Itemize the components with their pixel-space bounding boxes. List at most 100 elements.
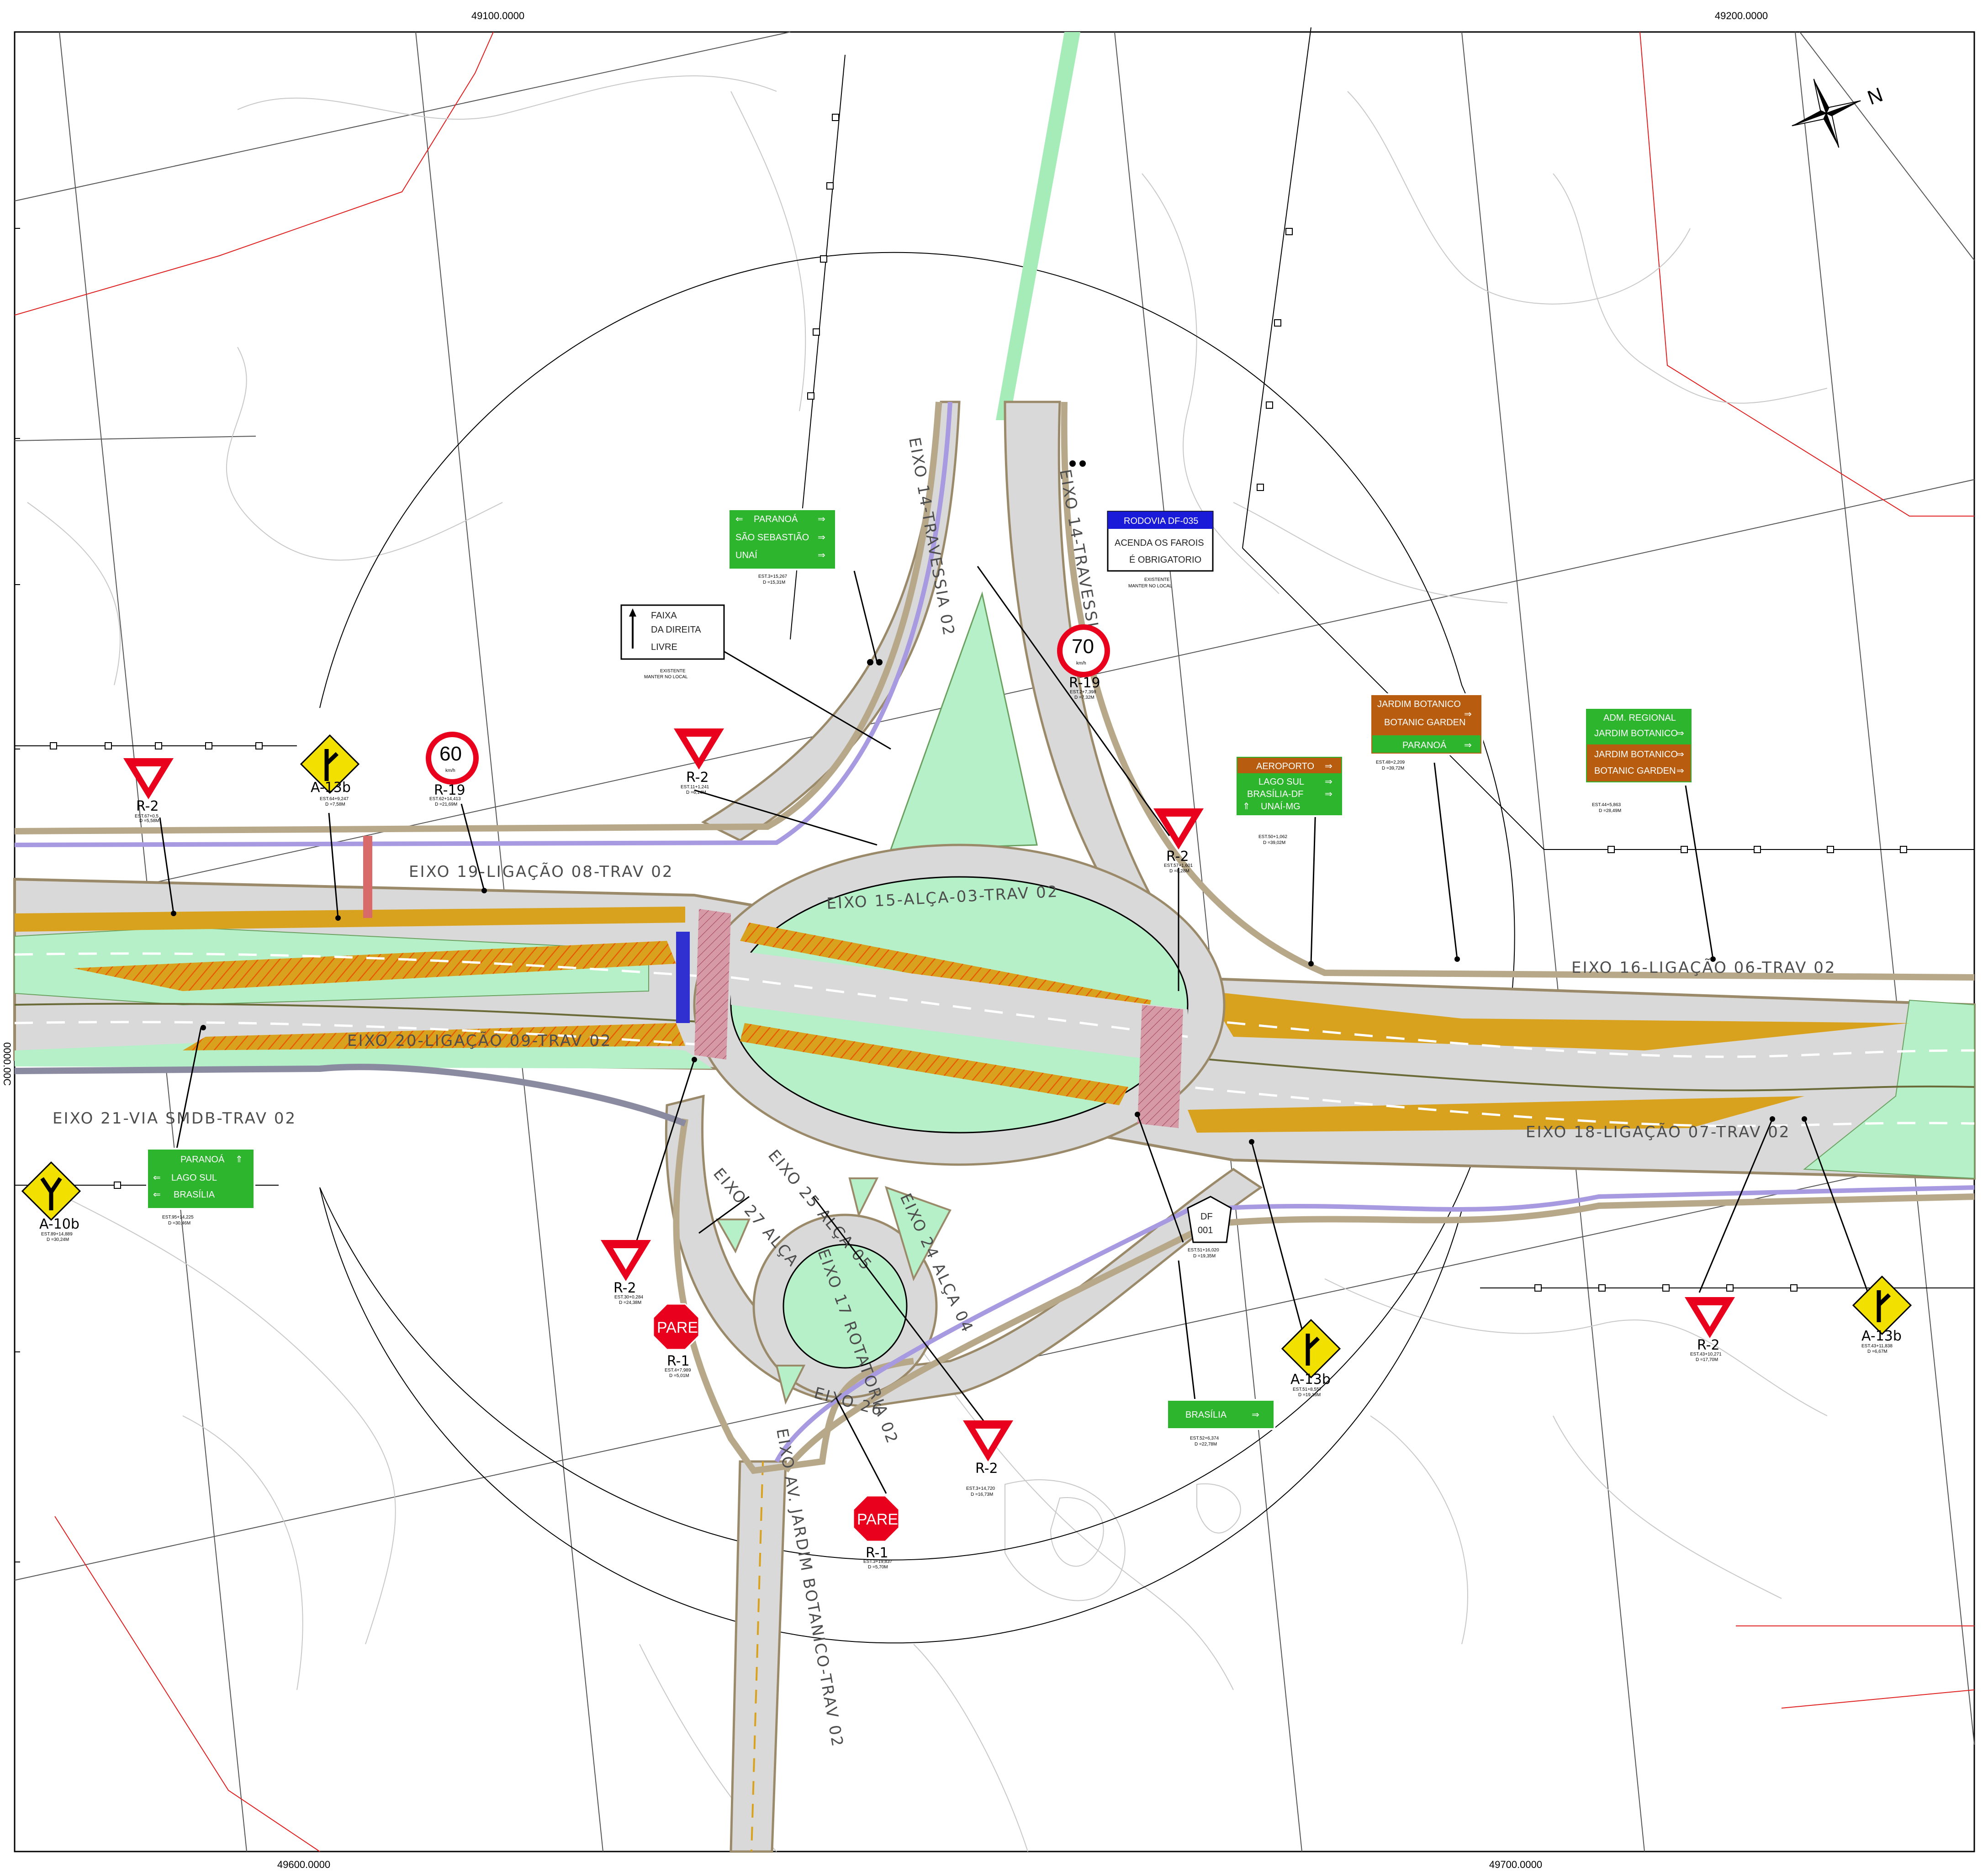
gore-hatch-4 bbox=[1206, 991, 1909, 1050]
warning-sign-a13b-1 bbox=[300, 734, 360, 794]
code-r2-3: R-2 bbox=[1166, 849, 1189, 865]
yield-sign-r2-2 bbox=[674, 728, 724, 770]
yield-sign-r2-5 bbox=[963, 1420, 1013, 1461]
small-roundabout-island bbox=[783, 1244, 908, 1369]
code-r1-1: R-1 bbox=[667, 1353, 690, 1369]
note-lago: EST.95+14,225 bbox=[162, 1215, 194, 1220]
code-r2-2: R-2 bbox=[686, 770, 709, 786]
stop-label: PARE bbox=[657, 1319, 698, 1336]
code-r19-2: R-19 bbox=[1069, 675, 1100, 691]
yield-sign-r2-4 bbox=[601, 1240, 651, 1281]
speed-value: 70 bbox=[1072, 635, 1094, 658]
note-lago-2: D =30,46M bbox=[168, 1221, 190, 1226]
sign-line: ADM. REGIONAL bbox=[1603, 713, 1676, 723]
north-purple-lane bbox=[14, 401, 952, 847]
code-r19-1: R-19 bbox=[434, 782, 465, 798]
left-lower-edge bbox=[14, 1064, 687, 1127]
sign-line: JARDIM BOTANICO bbox=[1594, 728, 1678, 739]
sign-line: BRASÍLIA bbox=[174, 1189, 215, 1200]
arrow-right-icon: ⇒ bbox=[818, 550, 825, 560]
arrow-right-icon: ⇒ bbox=[818, 533, 825, 543]
note-pare1: EST.4+7,989 bbox=[665, 1368, 691, 1373]
yield-sign-r2-3 bbox=[1153, 808, 1204, 849]
note-r2b-2: D =6,14M bbox=[686, 790, 706, 795]
code-r2-1: R-2 bbox=[136, 798, 159, 814]
note-70: EST.2+7,398 bbox=[1070, 690, 1096, 695]
note-r2a-2: D =5,58M bbox=[139, 818, 159, 823]
note-paranoa-2: D =15,31M bbox=[763, 580, 785, 585]
guide-sign-jardim: JARDIM BOTANICO BOTANIC GARDEN PARANOÁ ⇒… bbox=[1369, 693, 1483, 755]
note-pare2: EST.3+19,837 bbox=[863, 1559, 893, 1564]
sign-line: ACENDA OS FAROIS bbox=[1115, 538, 1204, 548]
note-aeroporto: EST.50+1,062 bbox=[1258, 834, 1288, 839]
code-a13b-3: A-13b bbox=[1861, 1328, 1902, 1344]
red-crossing bbox=[363, 836, 372, 918]
note-r2a: EST.67+0,5 bbox=[135, 814, 159, 819]
code-r2-6: R-2 bbox=[1697, 1337, 1720, 1353]
sign-line: LIVRE bbox=[651, 642, 677, 652]
axis-label-eixo20: EIXO 20-LIGAÇÃO 09-TRAV 02 bbox=[347, 1032, 612, 1050]
note-existente-1: EXISTENTE bbox=[660, 669, 686, 674]
arrow-right-icon: ⇒ bbox=[1325, 761, 1332, 771]
north-arrow-icon bbox=[1792, 79, 1861, 148]
note-adm-2: D =28,49M bbox=[1599, 808, 1621, 813]
note-r2d: EST.30+0,284 bbox=[614, 1295, 644, 1300]
warning-sign-a13b-3 bbox=[1852, 1275, 1912, 1335]
sign-line: JARDIM BOTANICO bbox=[1377, 699, 1461, 709]
speed-sign-70: 70 km/h bbox=[1057, 624, 1110, 677]
info-sign-faixa: FAIXA DA DIREITA LIVRE bbox=[620, 604, 725, 660]
note-60-2: D =21,69M bbox=[435, 802, 457, 807]
warning-sign-a13b-2 bbox=[1281, 1319, 1341, 1379]
yield-sign-r2-1 bbox=[123, 758, 174, 799]
south-island-b bbox=[848, 1177, 879, 1218]
arrow-right-icon: ⇒ bbox=[1676, 749, 1684, 760]
sign-line: PARANOÁ bbox=[1402, 740, 1447, 750]
code-a10b: A-10b bbox=[39, 1216, 79, 1232]
note-r2d-2: D =24,38M bbox=[619, 1300, 641, 1305]
north-label: N bbox=[1865, 83, 1886, 109]
arrow-left-icon: ⇐ bbox=[153, 1173, 161, 1183]
arrow-right-icon: ⇒ bbox=[1252, 1410, 1259, 1420]
green-corridor bbox=[996, 32, 1080, 420]
gore-hatch-2 bbox=[183, 1023, 685, 1050]
red-boundaries bbox=[14, 32, 1975, 1852]
df-shield-sign: DF 001 bbox=[1187, 1196, 1232, 1243]
arrow-right-icon: ⇒ bbox=[1464, 740, 1472, 750]
north-outer-edge-left bbox=[14, 401, 942, 834]
note-a13b1-2: D =7,58M bbox=[325, 802, 345, 807]
crossing-right bbox=[1137, 1005, 1183, 1128]
note-existente-2: EXISTENTE bbox=[1144, 577, 1170, 582]
yield-sign-r2-6 bbox=[1685, 1297, 1735, 1338]
sign-stems bbox=[171, 888, 1807, 1145]
stop-sign-r1-2: PARE bbox=[852, 1495, 900, 1542]
note-bras-2: D =22,78M bbox=[1195, 1442, 1217, 1447]
guide-sign-lago: PARANOÁ LAGO SUL BRASÍLIA ⇑ ⇐ ⇐ bbox=[146, 1148, 255, 1210]
arrow-right-icon: ⇒ bbox=[1325, 789, 1332, 799]
note-r2b: EST.11+1,241 bbox=[681, 785, 709, 790]
axis-label-eixo18: EIXO 18-LIGAÇÃO 07-TRAV 02 bbox=[1526, 1123, 1791, 1141]
note-adm: EST.44+5,863 bbox=[1592, 802, 1621, 807]
axis-label-eixo21: EIXO 21-VIA SMDB-TRAV 02 bbox=[53, 1109, 296, 1128]
sign-line: PARANOÁ bbox=[754, 514, 798, 524]
south-island-a bbox=[715, 1219, 751, 1254]
note-r2f: EST.43+10,271 bbox=[1690, 1352, 1722, 1357]
speed-sign-60: 60 km/h bbox=[426, 732, 479, 785]
gore-hatch-3 bbox=[15, 907, 685, 932]
arrow-right-icon: ⇒ bbox=[1676, 766, 1684, 776]
guide-sign-adm: ADM. REGIONAL JARDIM BOTANICO JARDIM BOT… bbox=[1584, 707, 1693, 784]
south-loop-outer bbox=[673, 1118, 914, 1474]
note-df-2: D =19,35M bbox=[1193, 1254, 1216, 1259]
arrow-right-icon: ⇒ bbox=[818, 514, 825, 524]
note-70-2: D =7,32M bbox=[1074, 695, 1094, 700]
south-road-center bbox=[751, 1461, 764, 1852]
note-a13b3-2: D =6,67M bbox=[1867, 1349, 1888, 1354]
stop-label: PARE bbox=[857, 1511, 898, 1528]
crossing-left bbox=[694, 909, 731, 1060]
arrow-up-icon: ⇑ bbox=[1242, 802, 1250, 812]
sign-line: É OBRIGATORIO bbox=[1129, 554, 1201, 565]
rotary-hatch-2 bbox=[740, 1023, 1128, 1105]
note-pare1-2: D =5,01M bbox=[669, 1373, 689, 1378]
sign-line: UNAÍ-MG bbox=[1261, 801, 1301, 812]
south-island-c bbox=[775, 1365, 806, 1405]
arrow-right-icon: ⇒ bbox=[1325, 777, 1332, 787]
